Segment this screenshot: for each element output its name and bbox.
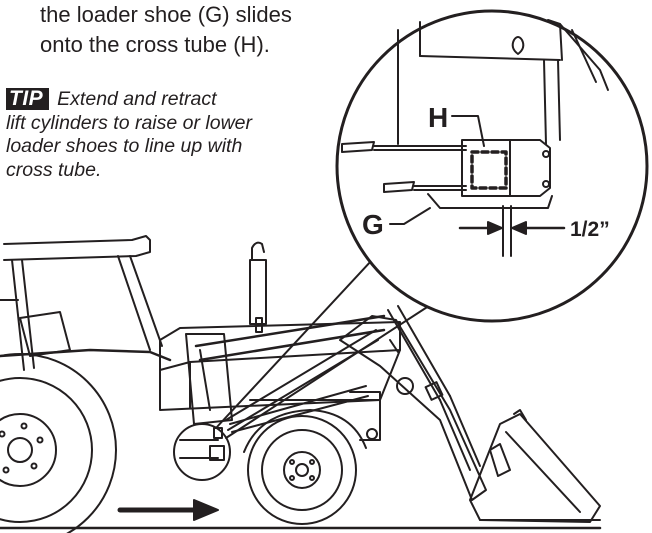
- leader-line-lower: [225, 299, 439, 439]
- direction-arrow: [117, 499, 219, 521]
- exhaust-stack: [249, 241, 267, 333]
- callout-h: H: [428, 102, 448, 133]
- tip-line-3: loader shoes to line up with: [6, 135, 243, 157]
- detail-locator-parts: [179, 427, 225, 461]
- leader-line-upper: [215, 231, 399, 429]
- instruction-line-1: the loader shoe (G) slides: [40, 2, 292, 27]
- tip-line-1: Extend and retract: [57, 88, 217, 110]
- loader-boom: [339, 315, 487, 501]
- instruction-text: the loader shoe (G) slides onto the cros…: [40, 0, 370, 60]
- tip-line-2: lift cylinders to raise or lower: [6, 111, 252, 134]
- magnified-detail: [335, 9, 649, 323]
- rops-canopy: [0, 235, 163, 371]
- instruction-line-2: onto the cross tube (H).: [40, 32, 270, 57]
- gap-dimension-label: 1/2”: [570, 218, 610, 241]
- support-bracket: [349, 391, 381, 441]
- loader-bucket: [469, 409, 601, 523]
- front-wheel: [243, 409, 367, 525]
- rear-wheel: [0, 353, 117, 533]
- tip-badge: TIP: [6, 88, 50, 110]
- tip-note: TIP Extend and retract lift cylinders to …: [6, 88, 296, 182]
- frame-braces: [225, 329, 381, 433]
- tip-line-4: cross tube.: [6, 158, 102, 181]
- detail-locator-circle: [173, 423, 231, 481]
- seat: [19, 311, 71, 357]
- callout-g: G: [362, 209, 384, 240]
